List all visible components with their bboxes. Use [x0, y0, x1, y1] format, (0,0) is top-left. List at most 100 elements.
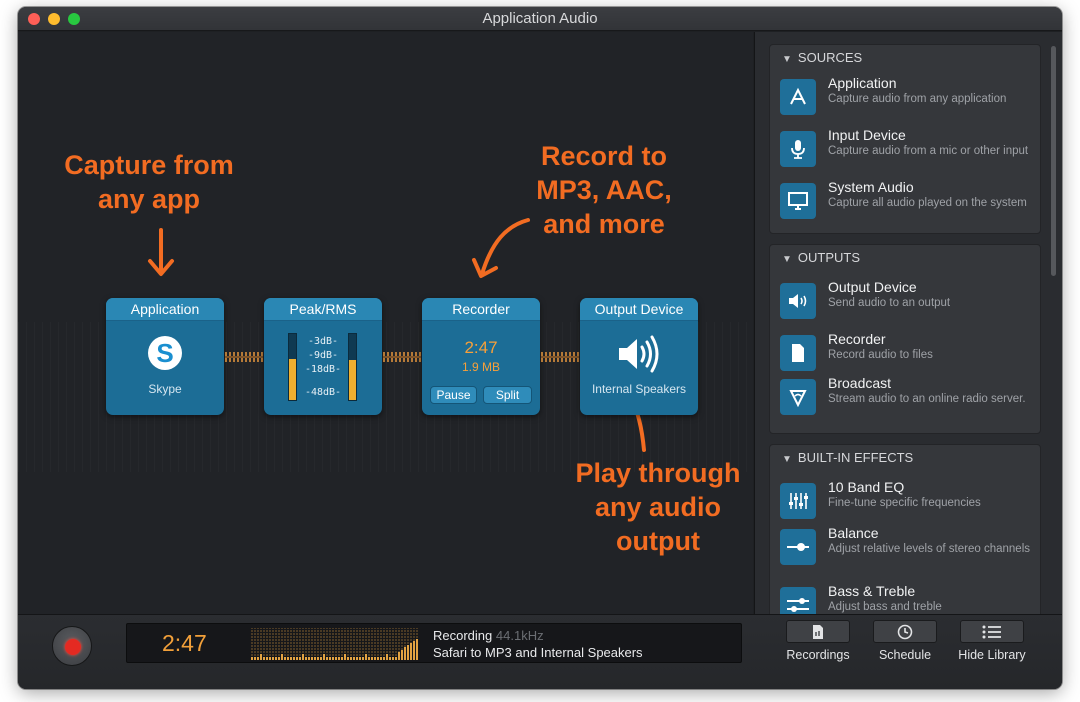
- node-output-device[interactable]: Output Device Internal Speakers: [580, 298, 698, 415]
- level-bar: [320, 657, 322, 660]
- sidebar-item-balance[interactable]: Balance Adjust relative levels of stereo…: [780, 525, 1038, 571]
- item-title: Balance: [828, 525, 879, 541]
- level-bar: [323, 654, 325, 660]
- item-desc: Fine-tune specific frequencies: [828, 497, 981, 509]
- item-title: System Audio: [828, 179, 914, 195]
- level-bar: [266, 657, 268, 660]
- level-bar: [386, 654, 388, 660]
- recorder-time: 2:47: [464, 338, 498, 357]
- sidebar-scrollbar[interactable]: [1051, 46, 1056, 276]
- broadcast-icon: [780, 379, 816, 415]
- level-bar: [293, 657, 295, 660]
- pause-button[interactable]: Pause: [430, 386, 477, 404]
- item-desc: Capture audio from a mic or other input: [828, 145, 1029, 157]
- sidebar-item-recorder[interactable]: Recorder Record audio to files: [780, 331, 1038, 377]
- skype-icon: S: [148, 336, 182, 370]
- level-bar: [302, 654, 304, 660]
- item-desc: Stream audio to an online radio server.: [828, 393, 1026, 405]
- window-title: Application Audio: [482, 10, 598, 27]
- item-title: Recorder: [828, 331, 886, 347]
- arrow-capture-icon: [148, 228, 174, 276]
- level-bar: [257, 657, 259, 660]
- level-bar: [290, 657, 292, 660]
- minimize-button[interactable]: [48, 13, 60, 25]
- level-bar: [308, 657, 310, 660]
- meter-label: -9dB-: [307, 350, 339, 361]
- level-bar: [275, 657, 277, 660]
- chevron-down-icon: ▼: [782, 254, 792, 265]
- level-bar: [263, 657, 265, 660]
- sidebar-item-output-device[interactable]: Output Device Send audio to an output: [780, 279, 1038, 325]
- outputs-panel: ▼OUTPUTS Output Device Send audio to an …: [769, 244, 1041, 434]
- list-icon: [960, 620, 1024, 643]
- sidebar-item-input-device[interactable]: Input Device Capture audio from a mic or…: [780, 127, 1038, 173]
- level-bar: [281, 654, 283, 660]
- item-desc: Record audio to files: [828, 349, 933, 361]
- record-button[interactable]: [52, 626, 92, 666]
- recording-route: Safari to MP3 and Internal Speakers: [433, 645, 643, 660]
- status-display: 2:47 Recording 44.1kHz Safari to MP3 and…: [126, 623, 742, 663]
- sidebar-item-system-audio[interactable]: System Audio Capture all audio played on…: [780, 179, 1038, 225]
- chevron-down-icon: ▼: [782, 454, 792, 465]
- level-bar: [260, 654, 262, 660]
- speaker-icon: [619, 335, 659, 373]
- level-bar: [284, 657, 286, 660]
- item-title: Output Device: [828, 279, 917, 295]
- node-application[interactable]: Application S Skype: [106, 298, 224, 415]
- node-recorder[interactable]: Recorder 2:47 1.9 MB Pause Split: [422, 298, 540, 415]
- title-bar: Application Audio: [18, 7, 1062, 31]
- recording-status: Recording 44.1kHz: [433, 628, 544, 643]
- level-bar: [377, 657, 379, 660]
- level-bar: [398, 651, 400, 660]
- microphone-icon: [780, 131, 816, 167]
- level-bar: [416, 638, 418, 660]
- item-desc: Capture audio from any application: [828, 93, 1007, 105]
- item-desc: Capture all audio played on the system: [828, 197, 1027, 209]
- connection-line: [225, 352, 263, 362]
- connection-line: [383, 352, 421, 362]
- level-bar: [347, 657, 349, 660]
- speaker-icon: [780, 283, 816, 319]
- split-button[interactable]: Split: [483, 386, 532, 404]
- level-bar: [389, 657, 391, 660]
- outputs-header[interactable]: ▼OUTPUTS: [770, 245, 1040, 271]
- node-title: Peak/RMS: [264, 298, 382, 321]
- level-bar: [251, 657, 253, 660]
- level-bar: [311, 657, 313, 660]
- item-desc: Adjust bass and treble: [828, 601, 942, 613]
- zoom-button[interactable]: [68, 13, 80, 25]
- recordings-icon: [786, 620, 850, 643]
- item-title: Input Device: [828, 127, 906, 143]
- clock-icon: [873, 620, 937, 643]
- level-bar: [401, 649, 403, 660]
- level-bar: [254, 657, 256, 660]
- level-bar: [317, 657, 319, 660]
- transport-bar: 2:47 Recording 44.1kHz Safari to MP3 and…: [18, 614, 1062, 689]
- meter-label: -48dB-: [304, 387, 342, 398]
- schedule-button[interactable]: Schedule: [864, 620, 946, 662]
- recordings-button[interactable]: Recordings: [777, 620, 859, 662]
- app-icon: [780, 79, 816, 115]
- sources-header[interactable]: ▼SOURCES: [770, 45, 1040, 71]
- effects-header[interactable]: ▼BUILT-IN EFFECTS: [770, 445, 1040, 471]
- sidebar-item-10-band-eq[interactable]: 10 Band EQ Fine-tune specific frequencie…: [780, 479, 1038, 525]
- level-bar: [269, 657, 271, 660]
- sidebar-item-broadcast[interactable]: Broadcast Stream audio to an online radi…: [780, 375, 1038, 421]
- app-window: Application Audio Capture from any app R…: [18, 7, 1062, 689]
- sidebar-item-application[interactable]: Application Capture audio from any appli…: [780, 75, 1038, 121]
- level-bar: [326, 657, 328, 660]
- level-bar: [365, 654, 367, 660]
- level-bar: [362, 657, 364, 660]
- close-button[interactable]: [28, 13, 40, 25]
- item-title: Broadcast: [828, 375, 892, 391]
- hide-library-button[interactable]: Hide Library: [951, 620, 1033, 662]
- level-bar: [329, 657, 331, 660]
- node-peak-rms[interactable]: Peak/RMS -3dB- -9dB- -18dB- -48dB-: [264, 298, 382, 415]
- library-sidebar: ▼SOURCES Application Capture audio from …: [754, 32, 1062, 624]
- level-bar: [410, 643, 412, 660]
- level-bar: [368, 657, 370, 660]
- level-bar: [299, 657, 301, 660]
- level-bar: [296, 657, 298, 660]
- meter-label: -18dB-: [304, 364, 342, 375]
- level-bar: [371, 657, 373, 660]
